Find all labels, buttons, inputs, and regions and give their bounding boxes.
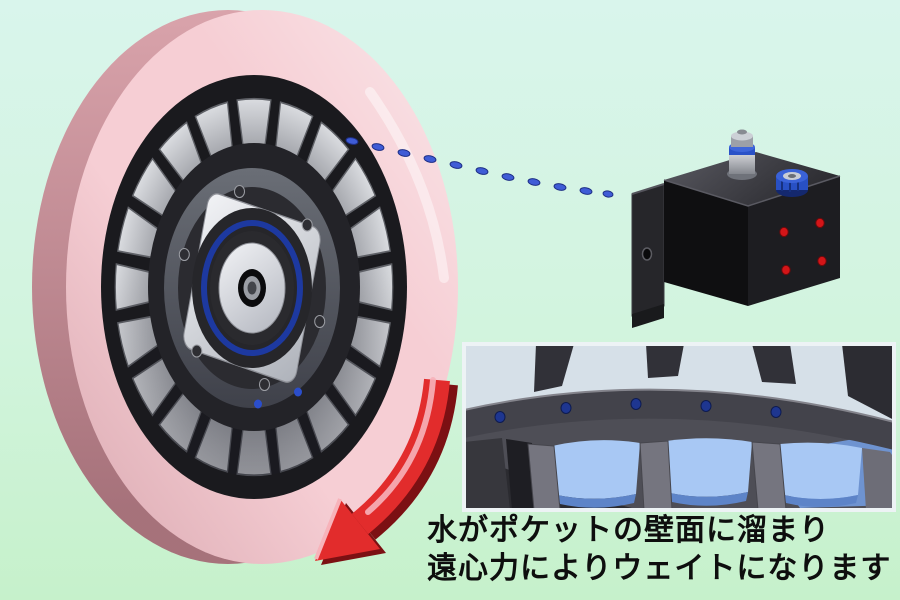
water-droplet — [371, 143, 385, 151]
rim-bolt — [770, 406, 782, 418]
balancer-hub — [148, 143, 360, 431]
pocket-wall — [527, 443, 561, 510]
arrow-head-highlight — [314, 498, 342, 560]
rim-bolt — [630, 398, 642, 410]
blue-accent-ring — [201, 220, 303, 356]
water-droplet — [579, 187, 593, 195]
caption-line-2: 遠心力によりウェイトになります — [427, 552, 892, 585]
outer-wall-stub — [534, 344, 574, 392]
bracket-edge-highlight — [631, 183, 665, 195]
device-right-face — [748, 176, 840, 306]
pocket-water-edge — [557, 494, 636, 508]
mounting-bracket — [631, 183, 665, 328]
pocket-wall — [464, 438, 510, 510]
arrow-shaft — [351, 378, 450, 535]
bolt — [259, 378, 270, 391]
red-indicator — [779, 226, 789, 238]
caption: 水がポケットの壁面に溜まり 遠心力によりウェイトになります — [427, 512, 891, 588]
rim-bolts — [494, 398, 782, 423]
rim-bolt — [700, 400, 712, 412]
rotation-arrow — [314, 377, 458, 565]
device-edge-highlight — [663, 175, 841, 207]
arrow-head — [315, 499, 380, 561]
water-droplet — [397, 149, 411, 157]
red-indicator — [817, 255, 827, 267]
pocket-water — [666, 438, 752, 497]
bracket-hole — [641, 247, 653, 261]
water-droplet — [449, 161, 463, 169]
device-top-face — [664, 152, 840, 206]
grinding-wheel — [32, 10, 458, 564]
water-droplet — [423, 155, 437, 163]
fitting-top-core — [788, 174, 796, 178]
red-indicator — [815, 217, 825, 229]
inset-panel — [462, 342, 896, 512]
fitting-left — [727, 129, 757, 180]
bolt — [178, 248, 190, 261]
water-droplet — [475, 167, 489, 175]
blue-bolt — [294, 387, 302, 397]
bolt — [234, 185, 245, 198]
bolt — [314, 315, 326, 328]
fitting-right — [776, 169, 808, 197]
bracket-foot — [632, 304, 664, 328]
bolt — [191, 344, 203, 358]
inset-border — [462, 342, 896, 512]
rim-bolt — [560, 402, 572, 414]
coolant-valve-unit — [631, 129, 841, 328]
water-droplet — [501, 173, 515, 181]
pocket-water — [780, 442, 862, 499]
red-indicator — [781, 264, 791, 276]
fitting-nub — [737, 129, 747, 135]
water-droplet — [553, 183, 567, 191]
rim-bolt — [494, 411, 506, 423]
water-droplet — [345, 137, 359, 145]
bolt — [301, 218, 313, 232]
water-droplet — [527, 178, 541, 186]
fitting-cap — [731, 136, 753, 147]
fitting-body — [729, 152, 755, 174]
blue-bolt — [254, 399, 262, 409]
caption-line-1: 水がポケットの壁面に溜まり — [427, 514, 830, 547]
rim-band-highlight — [464, 388, 894, 423]
fitting-cap-top — [731, 131, 753, 141]
arrow-highlight — [365, 377, 436, 515]
outer-wall-stub — [842, 344, 894, 420]
pocket-water — [552, 440, 640, 499]
indicator-dots — [779, 217, 827, 276]
pocket-water-edge — [784, 495, 858, 507]
pocket-wall — [862, 448, 894, 510]
rim-band — [464, 389, 894, 450]
outer-wall-stub — [752, 344, 796, 384]
hub-bolts — [178, 185, 326, 391]
pocket-wall — [639, 440, 673, 510]
pocket-water-edge — [670, 492, 748, 506]
device-front-face — [664, 180, 748, 306]
water-droplet — [602, 190, 614, 198]
center-bore-core — [247, 281, 257, 295]
water-droplet-trail — [345, 137, 614, 198]
outer-wall-stub — [646, 344, 684, 378]
pocket-wall — [751, 441, 787, 510]
wheel-rim-sheen — [365, 87, 449, 283]
